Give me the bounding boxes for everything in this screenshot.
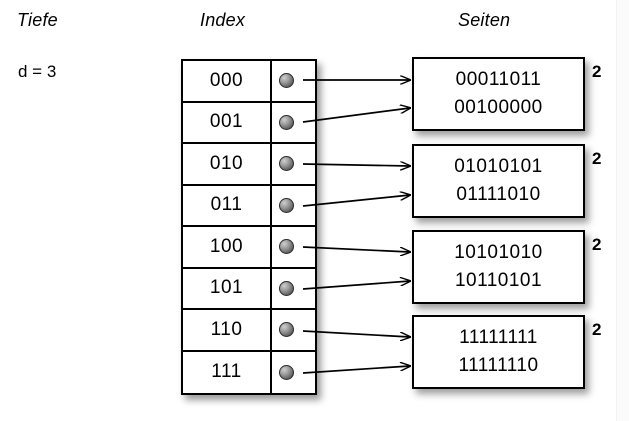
page-entry: 10101010: [454, 242, 543, 264]
index-key: 100: [183, 227, 272, 267]
table-row[interactable]: 110: [183, 310, 315, 352]
bullet-icon: [279, 239, 294, 255]
table-row[interactable]: 001: [183, 102, 315, 144]
page-entry: 01010101: [454, 156, 543, 178]
index-pointer-cell[interactable]: [272, 227, 315, 267]
page-entry: 00011011: [455, 69, 542, 91]
page-bucket[interactable]: 01010101 01111010: [412, 144, 585, 218]
table-row[interactable]: 010: [183, 144, 315, 186]
index-key: 001: [183, 102, 272, 142]
slide-edge-strip: [616, 0, 629, 421]
column-header-index: Index: [200, 10, 246, 30]
index-pointer-cell[interactable]: [272, 186, 315, 226]
page-local-depth: 2: [592, 320, 602, 339]
table-row[interactable]: 011: [183, 185, 315, 227]
page-local-depth: 2: [592, 149, 602, 168]
index-pointer-cell[interactable]: [272, 61, 315, 101]
index-key: 011: [183, 185, 272, 225]
index-pointer-cell[interactable]: [272, 144, 315, 184]
table-row[interactable]: 000: [183, 61, 315, 103]
page-entry: 11111111: [459, 327, 538, 349]
index-key: 110: [183, 310, 272, 350]
index-key: 010: [183, 144, 272, 184]
index-pointer-cell[interactable]: [272, 352, 315, 394]
page-local-depth: 2: [592, 235, 602, 254]
page-bucket[interactable]: 10101010 10110101: [412, 230, 585, 304]
page-entry: 01111010: [456, 184, 541, 205]
index-key: 000: [183, 61, 272, 101]
bullet-icon: [279, 280, 294, 296]
index-pointer-cell[interactable]: [272, 310, 315, 350]
bullet-icon: [279, 156, 294, 172]
column-header-pages: Seiten: [458, 10, 511, 30]
index-pointer-cell[interactable]: [272, 269, 315, 309]
table-row[interactable]: 111: [183, 351, 315, 394]
column-header-depth: Tiefe: [17, 10, 58, 30]
global-depth-value: d = 3: [18, 62, 57, 81]
index-key: 111: [183, 351, 272, 393]
bullet-icon: [279, 364, 294, 380]
index-directory-table: 000 001 010 011 100: [181, 59, 317, 395]
bullet-icon: [279, 114, 294, 130]
bullet-icon: [279, 322, 294, 338]
page-local-depth: 2: [592, 62, 602, 81]
table-row[interactable]: 100: [183, 227, 315, 269]
index-key: 101: [183, 268, 272, 308]
page-bucket[interactable]: 11111111 11111110: [412, 315, 585, 389]
table-row[interactable]: 101: [183, 268, 315, 310]
page-entry: 10110101: [454, 270, 543, 291]
page-entry: 00100000: [454, 97, 543, 118]
page-entry: 11111110: [458, 355, 539, 376]
bullet-icon: [279, 197, 294, 213]
bullet-icon: [279, 73, 294, 89]
page-bucket[interactable]: 00011011 00100000: [412, 57, 585, 131]
index-pointer-cell[interactable]: [272, 103, 315, 143]
